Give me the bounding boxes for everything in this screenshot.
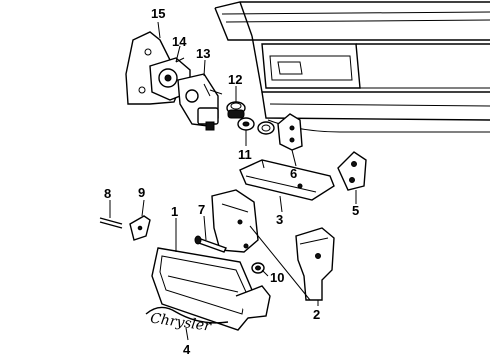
callout-9: 9 — [138, 185, 145, 200]
support-rail-part-3 — [239, 159, 335, 201]
callout-3: 3 — [276, 212, 283, 227]
callout-10: 10 — [270, 270, 284, 285]
callout-1: 1 — [171, 204, 178, 219]
leader-lines — [109, 21, 357, 341]
extension-bracket-part-2 — [295, 227, 335, 301]
vehicle-body-outline — [214, 1, 490, 133]
lamp-mount-bracket — [211, 189, 259, 253]
callout-6: 6 — [290, 166, 297, 181]
bushing-part-12 — [226, 101, 246, 119]
callout-5: 5 — [352, 203, 359, 218]
callout-7: 7 — [198, 202, 205, 217]
motor-assembly-part-13 — [177, 73, 223, 131]
nut-part-10 — [251, 262, 265, 274]
bracket-part-6 — [277, 113, 303, 151]
lamp-housing-part-1 — [151, 247, 271, 331]
bracket-part-5 — [337, 151, 367, 191]
callout-12: 12 — [228, 72, 242, 87]
callout-2: 2 — [313, 307, 320, 322]
callout-4: 4 — [183, 342, 191, 357]
callout-11: 11 — [238, 147, 252, 162]
callout-13: 13 — [196, 46, 210, 61]
callout-15: 15 — [151, 6, 165, 21]
clip-part-9 — [129, 215, 151, 241]
stud-part-7 — [194, 235, 227, 253]
callout-8: 8 — [104, 186, 111, 201]
pin-part-8 — [99, 217, 123, 229]
callout-14: 14 — [172, 34, 187, 49]
callout-labels: 15 14 13 12 11 6 5 3 1 7 9 8 10 2 4 — [104, 6, 359, 357]
